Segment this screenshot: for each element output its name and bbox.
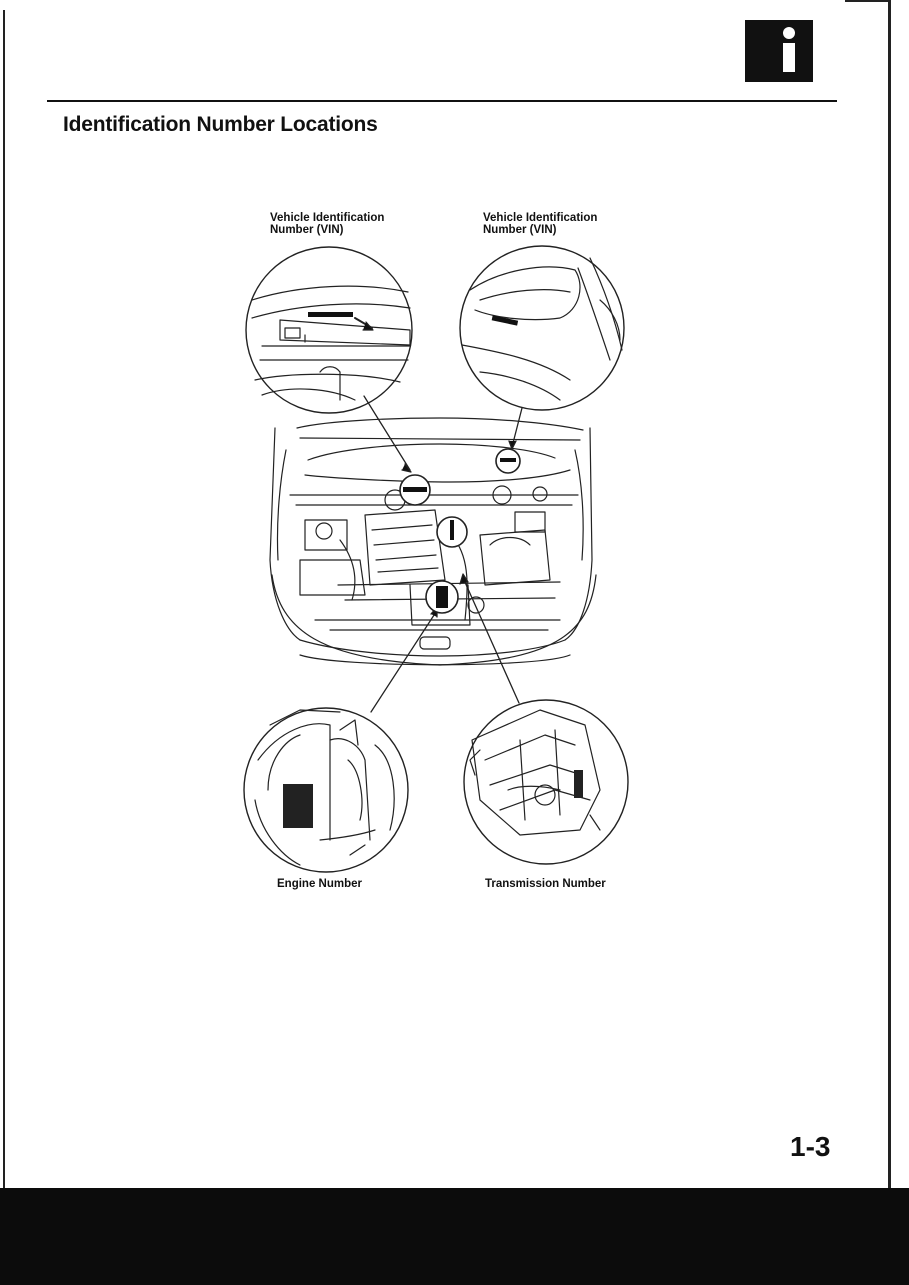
vin-left-label-line2: Number (VIN)	[270, 224, 344, 236]
page-number: 1-3	[790, 1131, 831, 1162]
transmission-number-detail	[463, 699, 629, 865]
vin-cowl-detail	[245, 246, 413, 414]
vin-dash-detail	[459, 245, 625, 411]
vin-right-label-line2: Number (VIN)	[483, 224, 557, 236]
info-section-tab	[745, 20, 813, 82]
vin-left-label: Vehicle Identification Number (VIN)	[270, 212, 384, 236]
scan-border	[0, 1188, 909, 1285]
page-right-edge	[888, 0, 891, 1190]
page-left-edge	[3, 10, 5, 1190]
vin-left-label-line1: Vehicle Identification	[270, 212, 385, 224]
header-rule	[47, 100, 837, 102]
transmission-number-label: Transmission Number	[485, 878, 606, 890]
engine-number-label: Engine Number	[277, 878, 362, 890]
vin-right-label-line1: Vehicle Identification	[483, 212, 598, 224]
info-icon	[783, 27, 795, 72]
engine-number-detail	[243, 707, 409, 873]
engine-bay-illustration	[269, 417, 597, 666]
page-title: Identification Number Locations	[63, 113, 378, 136]
vin-right-label: Vehicle Identification Number (VIN)	[483, 212, 597, 236]
page-top-edge	[845, 0, 890, 2]
